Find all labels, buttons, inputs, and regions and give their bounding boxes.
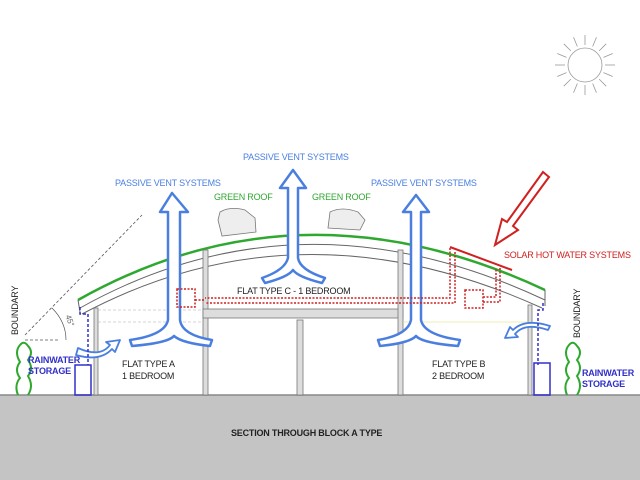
green-roof-label-right: GREEN ROOF (312, 192, 371, 202)
rainwater-right-line1: RAINWATER (582, 368, 635, 378)
rainwater-right-line2: STORAGE (582, 379, 625, 389)
sun-icon (555, 35, 615, 95)
rainwater-storage (74, 303, 551, 396)
rainwater-left-line1: RAINWATER (28, 355, 81, 365)
flat-a-label: FLAT TYPE A 1 BEDROOM (122, 358, 175, 382)
sun-ray (573, 83, 578, 93)
hedges (15, 341, 581, 396)
caption: SECTION THROUGH BLOCK A TYPE (231, 428, 383, 438)
boundary-label-right: BOUNDARY (572, 288, 582, 338)
sun-ray (573, 37, 578, 47)
vent-arrow-center (260, 168, 327, 285)
solar-system (176, 170, 551, 309)
passive-vent-label-right: PASSIVE VENT SYSTEMS (371, 178, 477, 188)
vent-arrow-left (128, 191, 214, 348)
inflow-arrow-left (75, 339, 121, 359)
flat-a-type: FLAT TYPE A (122, 359, 175, 369)
ground (0, 395, 640, 480)
vent-arrows (75, 168, 551, 359)
boundary-label-left: BOUNDARY (10, 285, 20, 335)
angle-line (24, 214, 143, 336)
sun-ray (603, 53, 613, 58)
sun-ray (592, 83, 597, 93)
sun-ray (563, 43, 572, 52)
flat-b-bedrooms: 2 BEDROOM (432, 371, 485, 381)
sun-ray (557, 53, 567, 58)
sun-ray (592, 37, 597, 47)
flat-c-label: FLAT TYPE C - 1 BEDROOM (237, 286, 351, 296)
flat-b-label: FLAT TYPE B 2 BEDROOM (432, 358, 486, 382)
flat-a-bedrooms: 1 BEDROOM (122, 371, 175, 381)
sun-ray (563, 78, 572, 87)
passive-vent-label-left: PASSIVE VENT SYSTEMS (115, 178, 221, 188)
vent-arrow-right (376, 193, 462, 348)
sun-ray (557, 72, 567, 77)
sun-ray (598, 43, 607, 52)
green-roof-label-left: GREEN ROOF (214, 192, 273, 202)
sun-ray-arrow (493, 170, 551, 248)
rainwater-left-line2: STORAGE (28, 366, 71, 376)
sun-ray (598, 78, 607, 87)
flat-b-type: FLAT TYPE B (432, 359, 486, 369)
solar-hot-water-label: SOLAR HOT WATER SYSTEMS (504, 250, 631, 260)
skylights (217, 208, 366, 237)
inflow-arrow-right (504, 321, 551, 339)
walls (93, 249, 533, 396)
passive-vent-label-center: PASSIVE VENT SYSTEMS (243, 152, 349, 162)
sun-ray (603, 72, 613, 77)
